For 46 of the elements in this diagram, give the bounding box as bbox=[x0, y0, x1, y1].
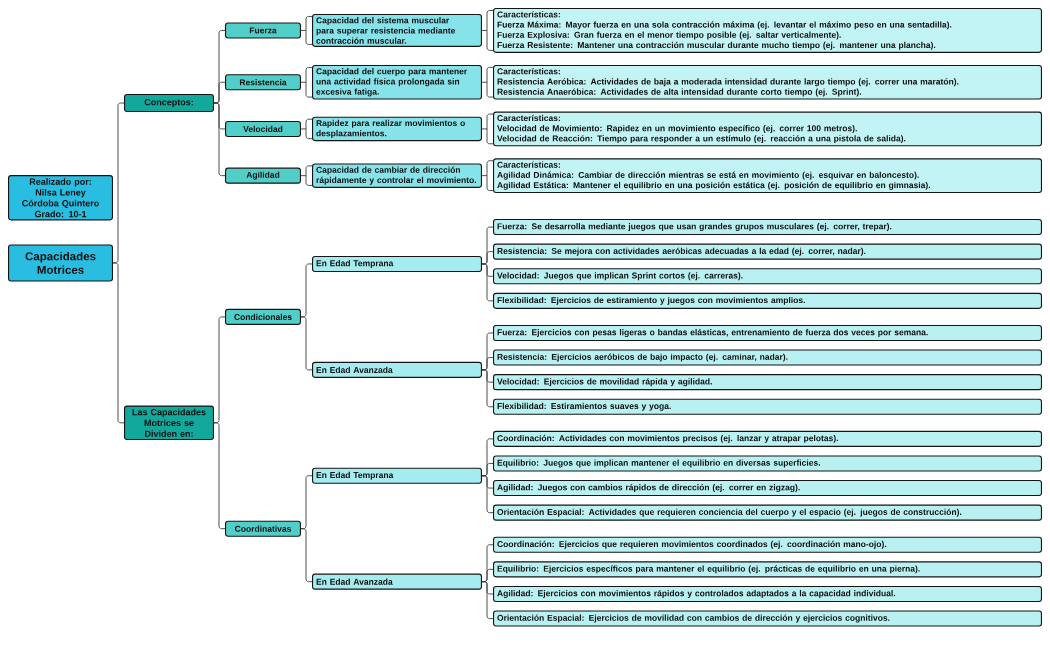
example-box: Fuerza: Se desarrolla mediante juegos que usan grandes grupos musculares (ej. correr, trepar). bbox=[493, 219, 1042, 236]
definition-box: Capacidad de cambiar de dirección rápidamente y controlar el movimiento. bbox=[312, 163, 482, 188]
example-box: Equilibrio: Juegos que implican mantener el equilibrio en diversas superficies. bbox=[493, 455, 1042, 472]
example-box: Flexibilidad: Ejercicios de estiramiento y juegos con movimientos amplios. bbox=[493, 292, 1042, 309]
example-box: Orientación Espacial: Actividades que requieren conciencia del cuerpo y el espacio (ej. juegos de construcción). bbox=[493, 504, 1042, 521]
author-box: Realizado por: Nilsa Leney Córdoba Quintero Grado: 10-1 bbox=[8, 175, 113, 221]
brace-connector bbox=[300, 165, 313, 186]
category-box: Agilidad bbox=[225, 167, 301, 184]
stage-box: En Edad Temprana bbox=[312, 467, 482, 484]
example-box: Velocidad: Juegos que implican Sprint cortos (ej. carreras). bbox=[493, 268, 1042, 285]
example-box: Fuerza: Ejercicios con pesas ligeras o bandas elásticas, entrenamiento de fuerza dos veces por semana. bbox=[493, 324, 1042, 341]
stage-box: En Edad Avanzada bbox=[312, 361, 482, 378]
brace-connector bbox=[300, 16, 313, 45]
example-box: Orientación Espacial: Ejercicios de movilidad con cambios de dirección y ejercicios cognitivos. bbox=[493, 610, 1042, 627]
brace-connector bbox=[300, 66, 313, 98]
brace-connector bbox=[300, 118, 313, 140]
brace-connector bbox=[481, 66, 494, 98]
category-box: Fuerza bbox=[225, 22, 301, 39]
category-box: Condicionales bbox=[225, 308, 301, 325]
category-box: Resistencia bbox=[225, 74, 301, 91]
definition-box: Capacidad del sistema muscular para superar resistencia mediante contracción muscular. bbox=[312, 13, 482, 47]
section-box: Las Capacidades Motrices se Dividen en: bbox=[124, 405, 214, 441]
example-box: Agilidad: Juegos con cambios rápidos de dirección (ej. correr en zigzag). bbox=[493, 480, 1042, 497]
category-box: Coordinativas bbox=[225, 520, 301, 537]
example-box: Flexibilidad: Estiramientos suaves y yoga. bbox=[493, 398, 1042, 415]
example-box: Coordinación: Ejercicios que requieren movimientos coordinados (ej. coordinación mano-ojo). bbox=[493, 536, 1042, 553]
topic-box: Capacidades Motrices bbox=[8, 244, 113, 282]
example-box: Resistencia: Ejercicios aeróbicos de bajo impacto (ej. caminar, nadar). bbox=[493, 349, 1042, 366]
characteristics-box: Características: Velocidad de Movimiento: Rapidez en un movimiento específico (ej. correr 100 metros). Velocidad de Reacción: Tiempo para responder a un estímulo (ej. reacción a una pistola de salida). bbox=[493, 111, 1042, 147]
brace-connector bbox=[481, 113, 494, 145]
brace-connector bbox=[481, 10, 494, 51]
category-box: Velocidad bbox=[225, 120, 301, 137]
example-box: Agilidad: Ejercicios con movimientos rápidos y controlados adaptados a la capacidad individual. bbox=[493, 585, 1042, 602]
example-box: Coordinación: Actividades con movimientos precisos (ej. lanzar y atrapar pelotas). bbox=[493, 430, 1042, 447]
brace-connector bbox=[481, 160, 494, 191]
characteristics-box: Características: Agilidad Dinámica: Cambiar de dirección mientras se está en movimiento (ej. esquivar en baloncesto). Agilidad Estática: Mantener el equilibrio en una posición estática (ej. posición de equilibrio en gimnasia). bbox=[493, 158, 1042, 193]
example-box: Velocidad: Ejercicios de movilidad rápida y agilidad. bbox=[493, 374, 1042, 391]
section-box: Conceptos: bbox=[124, 94, 214, 113]
example-box: Resistencia: Se mejora con actividades aeróbicas adecuadas a la edad (ej. correr, nadar). bbox=[493, 243, 1042, 260]
definition-box: Capacidad del cuerpo para mantener una actividad física prolongada sin excesiva fatiga. bbox=[312, 64, 482, 100]
characteristics-box: Características: Fuerza Máxima: Mayor fuerza en una sola contracción máxima (ej. levantar el máximo peso en una sentadilla). Fuerza Explosiva: Gran fuerza en el menor tiempo posible (ej. saltar verticalmente). Fuerza Resistente: Mantener una contracción muscular durante mucho tiempo (ej. mantener una plancha). bbox=[493, 8, 1042, 53]
stage-box: En Edad Temprana bbox=[312, 255, 482, 273]
example-box: Equilibrio: Ejercicios específicos para mantener el equilibrio (ej. prácticas de equilibrio en una pierna). bbox=[493, 561, 1042, 578]
stage-box: En Edad Avanzada bbox=[312, 573, 482, 590]
definition-box: Rapidez para realizar movimientos o desplazamientos. bbox=[312, 116, 482, 142]
characteristics-box: Características: Resistencia Aeróbica: Actividades de baja a moderada intensidad durante largo tiempo (ej. correr una maratón). Resistencia Anaeróbica: Actividades de alta intensidad durante corto tiempo (ej. Sprint). bbox=[493, 64, 1042, 100]
